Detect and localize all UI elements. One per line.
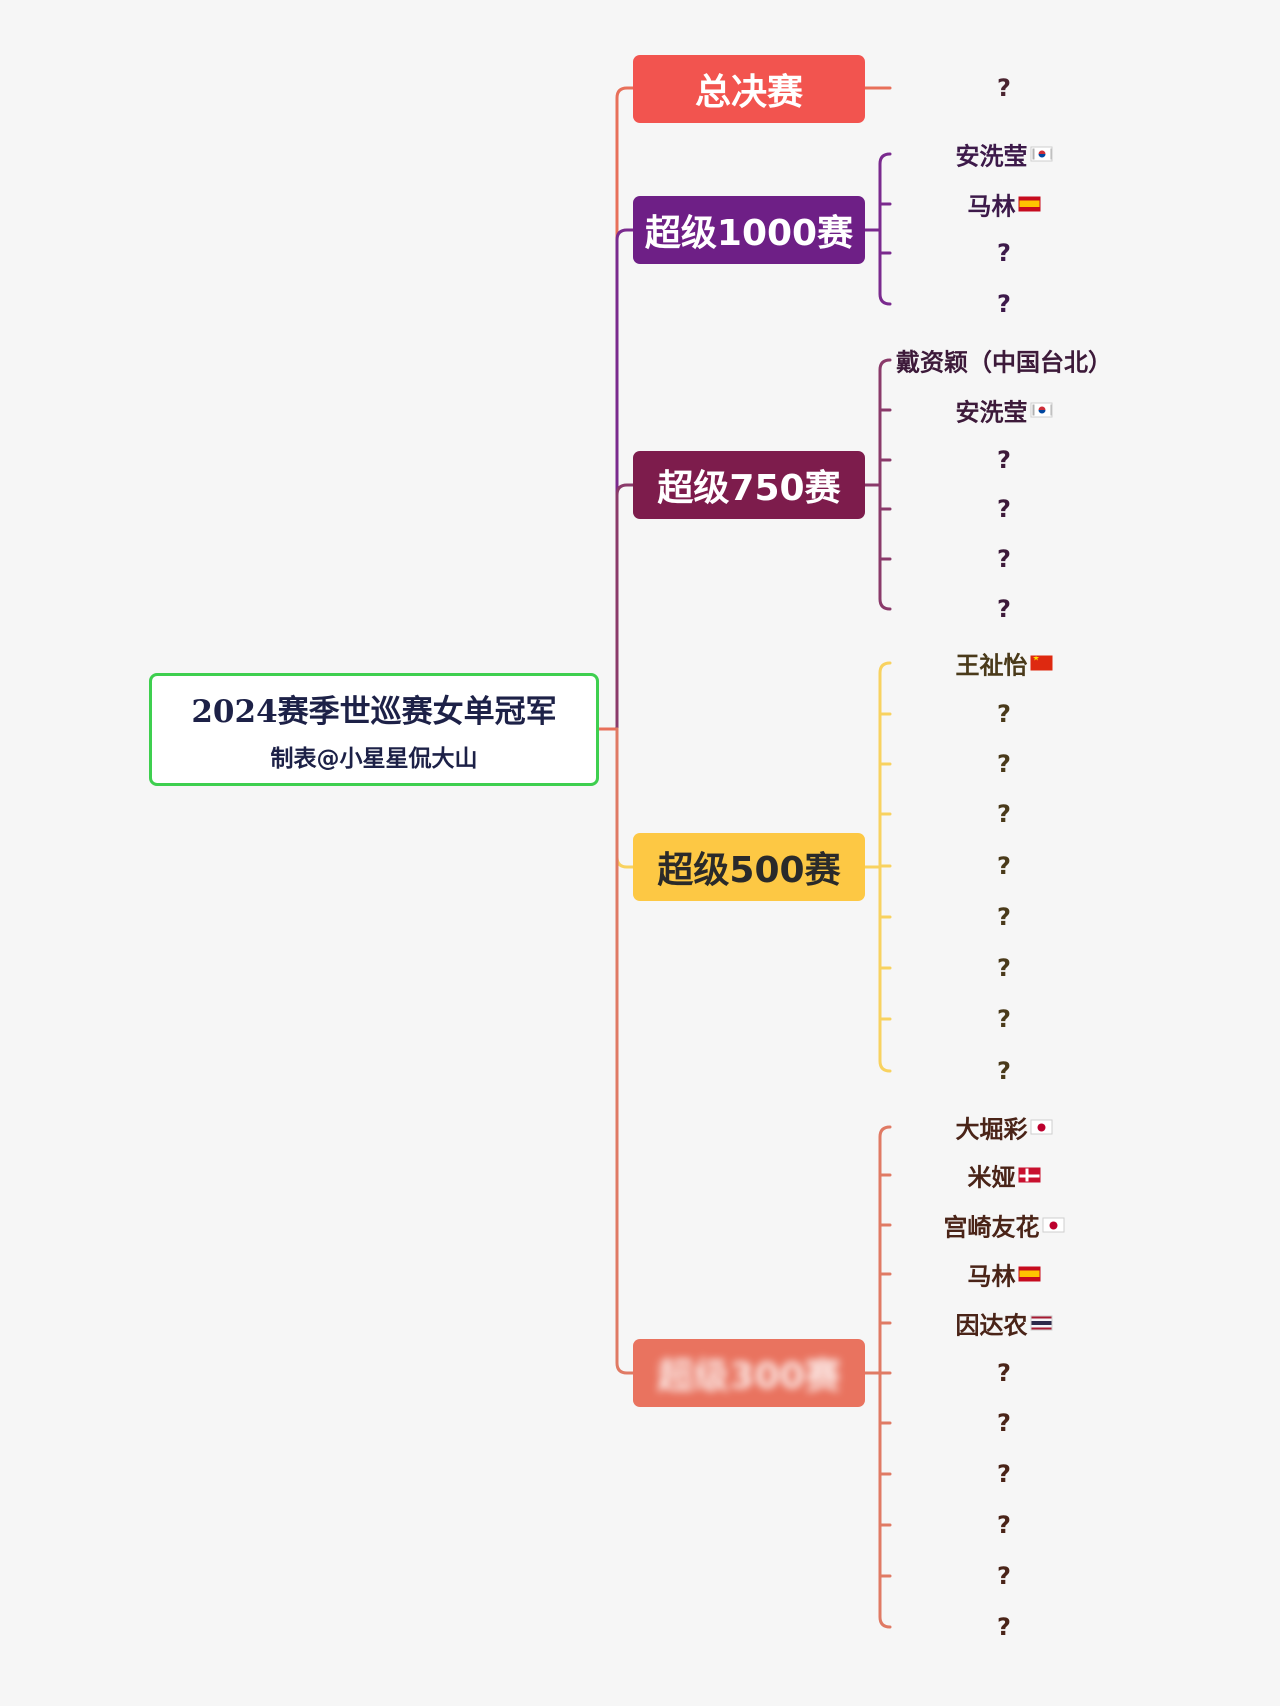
connector-line xyxy=(615,86,635,731)
category-label: 超级500赛 xyxy=(657,850,841,891)
champion-entry: 王祉怡 xyxy=(956,646,1053,681)
category-label: 超级750赛 xyxy=(657,468,841,509)
champion-name: ? xyxy=(997,595,1011,623)
flag-cn-icon xyxy=(1030,655,1053,671)
champion-name: ? xyxy=(997,74,1011,102)
champion-entry: ? xyxy=(997,700,1011,728)
champion-entry: ? xyxy=(997,1057,1011,1085)
champion-entry: 马林 xyxy=(968,187,1041,222)
category-node-super500: 超级500赛 xyxy=(633,833,865,901)
champion-entry: 安洗莹 xyxy=(956,393,1053,428)
champion-name: ? xyxy=(997,700,1011,728)
champion-name: ? xyxy=(997,1057,1011,1085)
champion-entry: ? xyxy=(997,1562,1011,1590)
champion-entry: ? xyxy=(997,954,1011,982)
connector-line xyxy=(878,152,892,306)
champion-entry: ? xyxy=(997,1409,1011,1437)
flag-es-icon xyxy=(1018,196,1041,212)
champion-entry: ? xyxy=(997,595,1011,623)
champion-name: 戴资颖（中国台北） xyxy=(896,348,1112,377)
champion-entry: ? xyxy=(997,1460,1011,1488)
champion-entry: 戴资颖（中国台北） xyxy=(896,343,1112,378)
connector-line xyxy=(878,358,892,611)
category-node-final: 总决赛 xyxy=(633,55,865,123)
connector-line xyxy=(615,727,635,869)
champion-entry: ? xyxy=(997,290,1011,318)
champion-name: ? xyxy=(997,852,1011,880)
champion-name: ? xyxy=(997,1562,1011,1590)
connector-line xyxy=(615,727,635,1375)
champion-entry: ? xyxy=(997,1359,1011,1387)
champion-name: ? xyxy=(997,1359,1011,1387)
champion-name: 米娅 xyxy=(967,1163,1016,1192)
champion-entry: ? xyxy=(997,800,1011,828)
champion-name: 因达农 xyxy=(955,1311,1028,1340)
champion-name: ? xyxy=(997,1005,1011,1033)
category-node-super750: 超级750赛 xyxy=(633,451,865,519)
flag-kr-icon xyxy=(1030,402,1053,418)
champion-name: 宫崎友花 xyxy=(943,1213,1040,1242)
champion-entry: ? xyxy=(997,1511,1011,1539)
root-subtitle: 制表@小星星侃大山 xyxy=(270,746,478,772)
champion-name: 安洗莹 xyxy=(955,398,1028,427)
champion-name: 安洗莹 xyxy=(955,142,1028,171)
champion-entry: ? xyxy=(997,1005,1011,1033)
champion-entry: ? xyxy=(997,1613,1011,1641)
champion-entry: ? xyxy=(997,545,1011,573)
champion-entry: 马林 xyxy=(968,1257,1041,1292)
champion-name: ? xyxy=(997,800,1011,828)
champion-name: ? xyxy=(997,545,1011,573)
champion-name: ? xyxy=(997,1613,1011,1641)
champion-entry: 米娅 xyxy=(968,1158,1041,1193)
flag-th-icon xyxy=(1030,1315,1053,1331)
connector-line xyxy=(878,1125,892,1629)
champion-name: ? xyxy=(997,750,1011,778)
champion-name: 马林 xyxy=(967,1262,1016,1291)
champion-entry: 大堀彩 xyxy=(956,1110,1053,1145)
root-title: 2024赛季世巡赛女单冠军 xyxy=(191,694,557,730)
champion-name: 马林 xyxy=(967,192,1016,221)
champion-entry: ? xyxy=(997,446,1011,474)
category-node-super300: 超级300赛 xyxy=(633,1339,865,1407)
champion-name: ? xyxy=(997,1409,1011,1437)
champion-entry: ? xyxy=(997,74,1011,102)
champion-entry: ? xyxy=(997,903,1011,931)
champion-name: ? xyxy=(997,446,1011,474)
category-node-super1000: 超级1000赛 xyxy=(633,196,865,264)
champion-name: ? xyxy=(997,903,1011,931)
champion-name: ? xyxy=(997,239,1011,267)
connector-line xyxy=(615,483,635,731)
champion-name: ? xyxy=(997,290,1011,318)
flag-jp-icon xyxy=(1030,1119,1053,1135)
category-label: 超级1000赛 xyxy=(644,213,854,254)
champion-name: ? xyxy=(997,954,1011,982)
champion-entry: 安洗莹 xyxy=(956,137,1053,172)
category-label: 总决赛 xyxy=(694,72,803,113)
category-label: 超级300赛 xyxy=(657,1356,841,1397)
champion-entry: ? xyxy=(997,750,1011,778)
champion-name: 大堀彩 xyxy=(955,1115,1028,1144)
champion-entry: 宫崎友花 xyxy=(944,1208,1065,1243)
champion-name: ? xyxy=(997,1511,1011,1539)
champion-entry: ? xyxy=(997,852,1011,880)
flag-jp-icon xyxy=(1042,1217,1065,1233)
champion-entry: ? xyxy=(997,495,1011,523)
connector-line xyxy=(615,228,635,731)
champion-entry: ? xyxy=(997,239,1011,267)
champion-name: ? xyxy=(997,1460,1011,1488)
flag-kr-icon xyxy=(1030,146,1053,162)
flag-es-icon xyxy=(1018,1266,1041,1282)
champion-name: 王祉怡 xyxy=(955,651,1028,680)
root-node: 2024赛季世巡赛女单冠军 制表@小星星侃大山 xyxy=(149,673,599,786)
champion-name: ? xyxy=(997,495,1011,523)
champion-entry: 因达农 xyxy=(956,1306,1053,1341)
flag-dk-icon xyxy=(1018,1167,1041,1183)
